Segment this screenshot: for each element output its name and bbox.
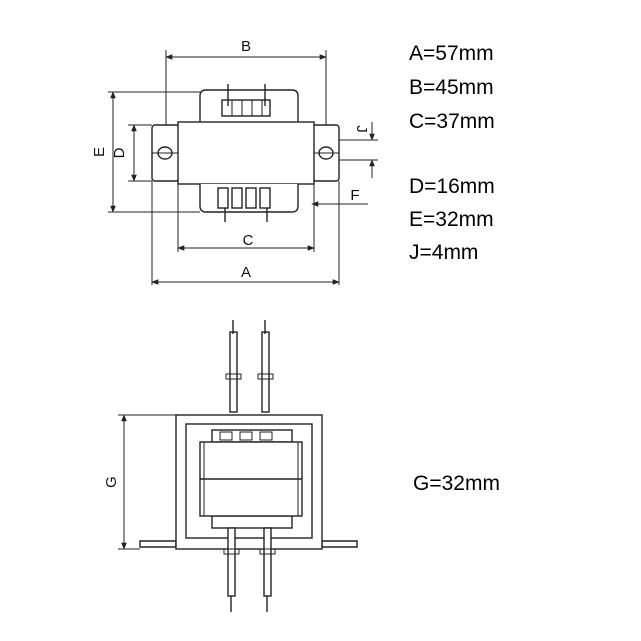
spec-e: E=32mm bbox=[409, 208, 494, 231]
right-base-flange bbox=[321, 540, 358, 548]
spec-c: C=37mm bbox=[409, 110, 495, 133]
top-terminal-strip bbox=[221, 99, 271, 117]
core-body bbox=[177, 121, 315, 185]
label-a: A bbox=[241, 264, 251, 281]
spec-d: D=16mm bbox=[409, 175, 495, 198]
label-e: E bbox=[91, 147, 108, 157]
spec-b: B=45mm bbox=[409, 76, 494, 99]
top-view: B E D J F C A bbox=[91, 38, 378, 285]
spec-g: G=32mm bbox=[413, 472, 500, 495]
label-d: D bbox=[111, 147, 128, 158]
label-f: F bbox=[350, 187, 359, 204]
spec-a: A=57mm bbox=[409, 42, 494, 65]
left-base-flange bbox=[139, 540, 177, 548]
spec-j: J=4mm bbox=[409, 241, 479, 264]
label-c: C bbox=[243, 232, 254, 249]
label-b: B bbox=[241, 38, 251, 55]
label-g: G bbox=[103, 476, 120, 488]
front-view: G bbox=[103, 320, 358, 612]
label-j: J bbox=[353, 125, 370, 133]
